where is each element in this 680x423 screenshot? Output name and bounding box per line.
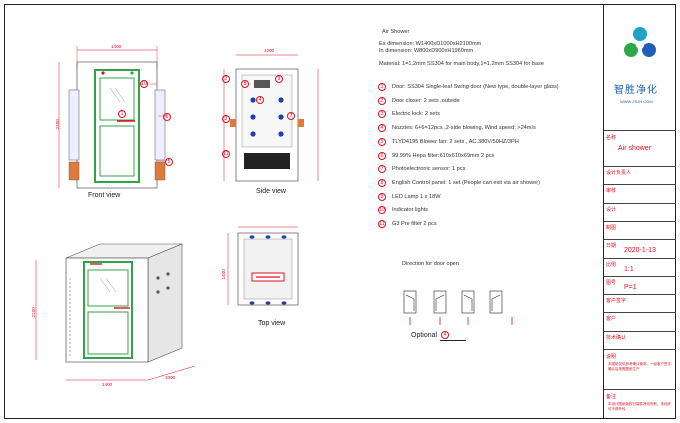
tb-row: 技术确认: [604, 330, 676, 349]
tb-name-row: 名称 Air shower: [604, 130, 676, 166]
tb-row-key: 客户: [606, 316, 617, 323]
tb-note2-text: 本设计图纸版权归智胜净化所有，未经许可不得外传: [608, 402, 671, 411]
tb-row: 比例 1:1: [604, 257, 676, 276]
callout-8: 8: [241, 80, 249, 88]
component-text: Photoelectronic sensor: 1 pcs: [392, 166, 466, 173]
tb-row: 设计负责人: [604, 166, 676, 184]
component-number: 2: [378, 96, 386, 105]
front-width-dim: 1400: [111, 44, 122, 49]
front-view-label: Front view: [88, 192, 121, 199]
callout-1: 1: [118, 110, 126, 118]
tb-row: 图号 P=1: [604, 275, 676, 294]
component-text: English Control panel: 1 set (People can…: [392, 179, 540, 186]
callout-6: 6: [163, 113, 171, 121]
tb-row-key: 设计负责人: [606, 170, 632, 176]
tb-row: 日期 2020-1-13: [604, 239, 676, 257]
component-number: 6: [378, 151, 386, 160]
tb-row-val: 1:1: [624, 265, 634, 273]
tb-note2-row: 备注 本设计图纸版权归智胜净化所有，未经许可不得外传: [604, 389, 676, 419]
component-number: 3: [378, 110, 386, 119]
door-open-diagrams: [403, 290, 513, 325]
tb-row: 制图: [604, 220, 676, 239]
callout-3: 3: [222, 115, 230, 123]
tb-name-key: 名称: [606, 135, 617, 141]
callout-10: 10: [140, 80, 148, 88]
tb-name-val: Air shower: [618, 145, 652, 152]
callout-11: 11: [222, 150, 230, 158]
title-block: 智胜净化 WWW.ZSJH.COM 名称 Air shower 设计负责人审核设…: [603, 4, 676, 419]
front-view-drawing: [58, 46, 167, 189]
company-name: 智胜净化: [614, 85, 658, 96]
component-text: Door: SS304 Single-leaf Swing door (New …: [392, 84, 559, 90]
company-logo-icon: [624, 27, 656, 57]
tb-row-key: 客户签字: [606, 298, 627, 305]
tb-note-key: 说明: [606, 354, 617, 360]
tb-row-key: 图号: [606, 279, 617, 286]
callout-4: 4: [256, 96, 264, 104]
tb-note-text: 本图纸仅供参考确认使用，一经客户签字确认后按照图纸生产: [608, 362, 671, 371]
side-width-dim: 1000: [264, 48, 275, 53]
door-open-title: Direction for door open: [402, 261, 459, 267]
component-number: 7: [378, 165, 386, 174]
component-text: TLYD4195 Blower fan: 2 sets , AC.380V/50…: [392, 138, 519, 145]
callout-5: 5: [165, 158, 173, 166]
optional-underline: [440, 340, 466, 341]
tb-row-key: 日期: [606, 243, 617, 250]
component-text: Electric lock: 2 sets: [392, 111, 440, 118]
tb-row-key: 比例: [606, 261, 617, 268]
tb-row-key: 审核: [606, 188, 617, 195]
callout-7: 7: [287, 112, 295, 120]
tb-row-val: 2020-1-13: [624, 247, 656, 255]
component-number: 9: [378, 192, 386, 201]
component-text: Indicator lights: [392, 207, 429, 214]
side-view-label: Side view: [256, 188, 286, 195]
top-width-dim: 1400: [220, 269, 226, 280]
component-number: 1: [378, 83, 386, 91]
tb-note2-key: 备注: [606, 394, 617, 400]
iso-width-dim: 1400: [102, 382, 113, 387]
side-view-drawing: [223, 54, 319, 182]
iso-height-dim: 2100: [30, 307, 36, 318]
tb-row: 客户: [604, 312, 676, 330]
iso-depth-dim: 1000: [165, 375, 176, 380]
ex-dimension: Ex dimension: W1400xD1000xH2100mm: [379, 41, 482, 47]
top-view-label: Top view: [258, 320, 286, 327]
sheet-title: Air Shower: [382, 29, 410, 35]
company-website: WWW.ZSJH.COM: [620, 99, 653, 104]
tb-row: 设计: [604, 202, 676, 221]
isometric-view-drawing: [35, 243, 196, 381]
component-number: 11: [378, 220, 386, 228]
in-dimension: In dimension: W800xD900xH1960mm: [379, 48, 474, 54]
component-number: 5: [378, 137, 386, 146]
callout-optional: 4: [441, 331, 449, 339]
top-view-drawing: [227, 226, 299, 306]
callout-9: 9: [275, 75, 283, 83]
tb-row-val: P=1: [624, 283, 637, 291]
tb-note-row: 说明 本图纸仅供参考确认使用，一经客户签字确认后按照图纸生产: [604, 349, 676, 389]
component-number: 4: [378, 124, 386, 133]
component-number: 8: [378, 178, 386, 187]
material-spec: Material: 1=1.2mm SS304 for main body,1=…: [379, 61, 544, 67]
tb-row-key: 设计: [606, 206, 617, 213]
component-text: G3 Pre filter 2 pcs: [392, 221, 437, 227]
component-text: Nozzles: 6+6=12pcs ,2-side blowing, Wind…: [392, 125, 536, 132]
callout-2: 2: [222, 75, 230, 83]
component-text: 99.99% Hepa filter:610x610x69mm 2 pcs: [392, 152, 495, 159]
tb-row: 客户签字: [604, 294, 676, 312]
optional-label: Optional: [411, 332, 438, 339]
drawing-frame: [4, 4, 676, 419]
tb-row: 审核: [604, 184, 676, 202]
tb-row-key: 制图: [606, 224, 617, 231]
front-height-dim: 2100: [54, 119, 60, 130]
tb-row-key: 技术确认: [606, 334, 627, 341]
component-number: 10: [378, 206, 386, 215]
component-text: Door closer: 2 sets ,outside: [392, 97, 460, 104]
component-text: LED Lamp 1 x 18W: [392, 193, 441, 200]
